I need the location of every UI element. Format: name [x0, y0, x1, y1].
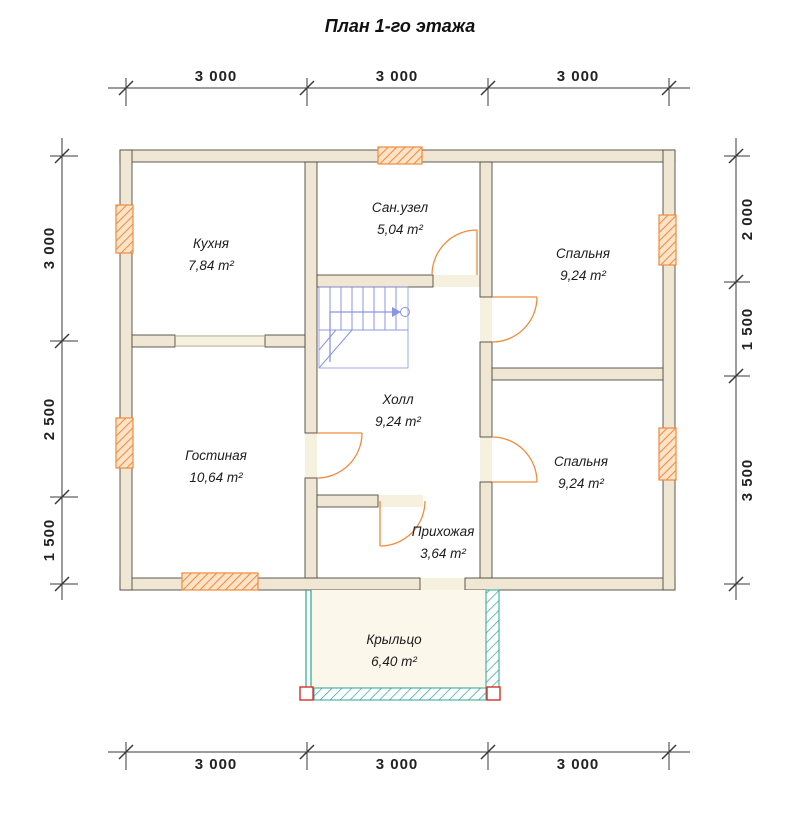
porch-post	[486, 686, 501, 701]
window	[658, 427, 677, 481]
windows	[115, 146, 677, 591]
room-entry: Прихожая 3,64 m²	[373, 524, 513, 561]
door-bedroom-top	[491, 296, 538, 343]
dim-label-right-2: 1 500	[739, 307, 756, 351]
room-bedroom-top-area: 9,24 m²	[560, 268, 606, 283]
porch-post	[299, 686, 314, 701]
window	[377, 146, 423, 165]
dim-label-bottom-1: 3 000	[194, 756, 238, 773]
room-living: Гостиная 10,64 m²	[146, 448, 286, 485]
window	[181, 572, 259, 591]
door-entry-hall	[379, 500, 426, 547]
staircase	[318, 286, 410, 369]
porch	[299, 589, 501, 701]
door-living	[316, 432, 363, 479]
room-hall: Холл 9,24 m²	[328, 392, 468, 429]
door-bathroom	[431, 229, 478, 276]
room-bathroom-name: Сан.узел	[371, 200, 429, 215]
window	[658, 214, 677, 266]
room-hall-name: Холл	[382, 392, 414, 407]
room-bathroom-area: 5,04 m²	[377, 222, 423, 237]
window	[115, 204, 134, 254]
room-kitchen-area: 7,84 m²	[188, 258, 234, 273]
dimension-lines	[50, 78, 750, 770]
room-bedroom-top: Спальня 9,24 m²	[513, 246, 653, 283]
dim-label-top-3: 3 000	[556, 68, 600, 85]
room-bedroom-bottom-area: 9,24 m²	[558, 476, 604, 491]
door-thresholds	[175, 275, 492, 590]
doors	[316, 229, 538, 636]
dim-label-bottom-3: 3 000	[556, 756, 600, 773]
room-porch-name: Крыльцо	[366, 632, 422, 647]
open-passage	[175, 335, 265, 347]
room-entry-name: Прихожая	[411, 524, 475, 539]
room-porch-area: 6,40 m²	[371, 654, 417, 669]
dim-label-top-1: 3 000	[194, 68, 238, 85]
dim-label-left-2: 2 500	[41, 397, 58, 441]
room-kitchen-name: Кухня	[193, 236, 229, 251]
dim-label-top-2: 3 000	[375, 68, 419, 85]
dim-label-right-3: 3 500	[739, 458, 756, 502]
room-bedroom-top-name: Спальня	[556, 246, 610, 261]
room-hall-area: 9,24 m²	[375, 414, 421, 429]
dim-label-bottom-2: 3 000	[375, 756, 419, 773]
room-kitchen: Кухня 7,84 m²	[141, 236, 281, 273]
room-bedroom-bottom: Спальня 9,24 m²	[511, 454, 651, 491]
room-living-area: 10,64 m²	[189, 470, 243, 485]
room-bedroom-bottom-name: Спальня	[554, 454, 608, 469]
window	[115, 417, 134, 469]
door-bedroom-bottom	[491, 436, 538, 483]
dim-label-left-3: 1 500	[41, 518, 58, 562]
page-title: План 1-го этажа	[324, 16, 476, 36]
room-entry-area: 3,64 m²	[420, 546, 466, 561]
dim-label-left-1: 3 000	[41, 226, 58, 270]
room-bathroom: Сан.узел 5,04 m²	[330, 200, 470, 237]
room-living-name: Гостиная	[185, 448, 247, 463]
room-porch: Крыльцо 6,40 m²	[324, 632, 464, 669]
